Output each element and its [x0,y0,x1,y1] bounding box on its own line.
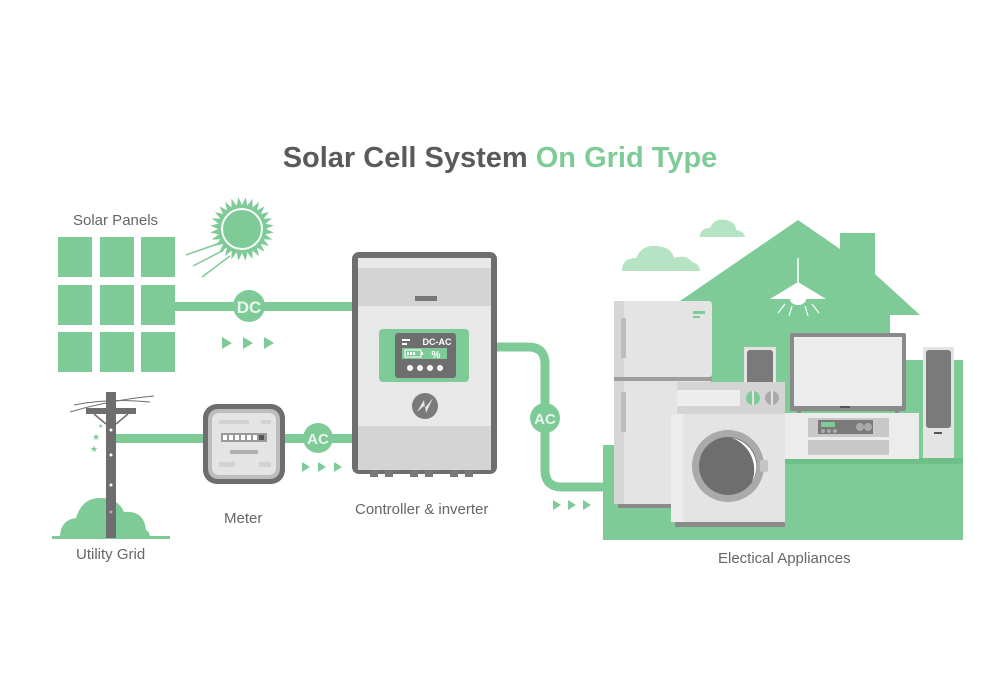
meter-label: Meter [224,510,263,527]
title-main: Solar Cell System [282,142,528,174]
sun-rays [185,242,231,278]
solar-panels-label: Solar Panels [73,212,159,229]
svg-text:★: ★ [98,423,103,430]
arrow-right-icon [553,500,591,510]
grid-flow-arrows [302,462,342,472]
controller-label: Controller & inverter [355,501,489,518]
ac-grid-badge: AC [303,423,333,453]
appliances-label: Electical Appliances [718,550,851,567]
lightning-icon [412,393,438,419]
speaker-left [744,347,776,387]
sun-icon [210,197,274,261]
utility-grid-label: Utility Grid [76,546,146,563]
inverter-percent-label: % [432,350,441,361]
speaker-right [923,347,954,458]
ac-house-badge-label: AC [534,411,556,428]
inverter: DC-AC % [352,252,497,477]
battery-icon [404,349,423,358]
moon-icon [68,424,80,448]
washing-machine [671,382,785,527]
solar-panel-array [58,237,175,372]
tv-cabinet [785,413,919,459]
ac-grid-badge-label: AC [307,431,329,448]
arrow-right-icon [222,337,274,349]
cloud-icon [622,219,745,271]
house-flow-arrows [553,500,591,510]
arrow-right-icon [302,462,342,472]
television [790,333,906,414]
svg-text:★: ★ [92,432,100,442]
meter [203,404,285,484]
dc-badge: DC [233,290,265,322]
lamp-icon [770,258,826,317]
svg-text:★: ★ [90,444,98,454]
inverter-mode-label: DC-AC [423,337,452,347]
dc-badge-label: DC [237,298,262,317]
title-accent: On Grid Type [535,142,718,174]
page-title: Solar Cell System On Grid Type [0,142,1000,175]
dc-flow-arrows [222,337,274,349]
ac-house-badge: AC [530,403,560,433]
star-icon: ★ ★ ★ [90,423,103,454]
utility-pole [69,392,155,538]
